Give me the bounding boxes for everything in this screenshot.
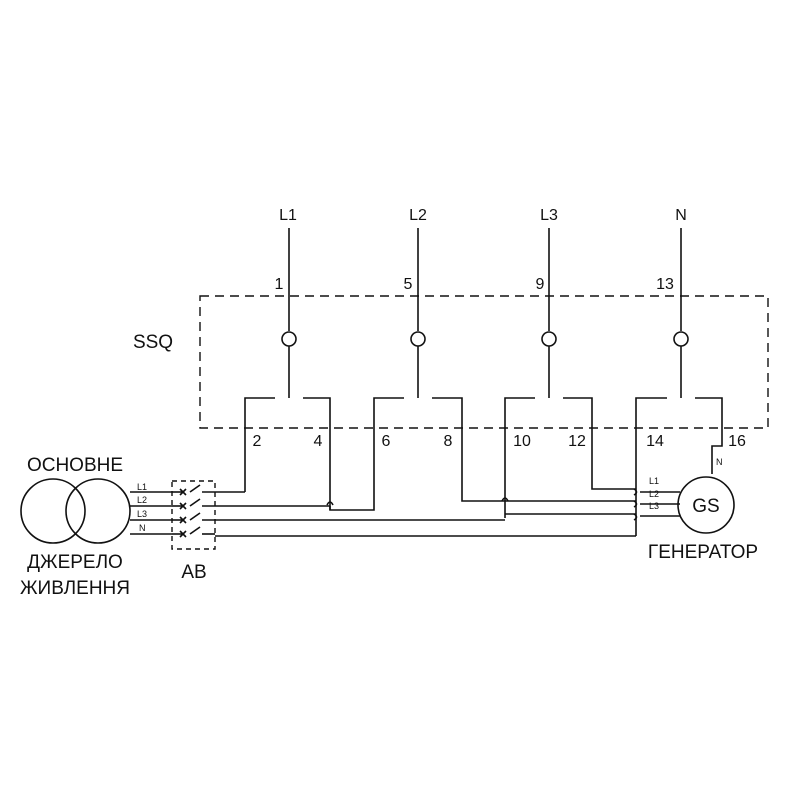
mains-title-line2: ДЖЕРЕЛО bbox=[27, 552, 123, 573]
interconnect-wiring bbox=[215, 488, 680, 537]
input-label-l3: L3 bbox=[540, 207, 558, 224]
terminal-2: 2 bbox=[253, 433, 262, 450]
input-lines bbox=[288, 228, 682, 331]
generator-neutral-label: N bbox=[716, 457, 723, 467]
terminal-8: 8 bbox=[444, 433, 453, 450]
ab-breaker-contacts bbox=[172, 484, 505, 538]
terminal-6: 6 bbox=[382, 433, 391, 450]
mains-phase-n: N bbox=[139, 523, 146, 533]
terminal-5: 5 bbox=[404, 276, 413, 293]
mains-title-line1: ОСНОВНЕ bbox=[27, 455, 123, 476]
generator-phase-labels: L1 L2 L3 N bbox=[649, 457, 723, 511]
terminal-4: 4 bbox=[314, 433, 323, 450]
terminal-16: 16 bbox=[728, 433, 746, 450]
transformer-coil-right bbox=[65, 478, 131, 544]
mains-transformer bbox=[20, 478, 131, 544]
terminal-12: 12 bbox=[568, 433, 586, 450]
terminal-1: 1 bbox=[275, 276, 284, 293]
ab-breaker-enclosure bbox=[171, 480, 216, 550]
transformer-coil-left bbox=[20, 478, 86, 544]
mains-phase-l3: L3 bbox=[137, 509, 147, 519]
ssq-enclosure bbox=[199, 295, 769, 429]
generator-phase-l2: L2 bbox=[649, 489, 659, 499]
ssq-label: SSQ bbox=[133, 332, 173, 353]
mains-phase-l2: L2 bbox=[137, 495, 147, 505]
generator-symbol-text: GS bbox=[692, 496, 719, 517]
terminal-10: 10 bbox=[513, 433, 531, 450]
mains-title-line3: ЖИВЛЕННЯ bbox=[20, 578, 130, 599]
input-label-n: N bbox=[675, 207, 687, 224]
generator-phase-l1: L1 bbox=[649, 476, 659, 486]
ab-breaker-label: AB bbox=[181, 562, 206, 583]
input-label-l2: L2 bbox=[409, 207, 427, 224]
terminal-13: 13 bbox=[656, 276, 674, 293]
generator-label: ГЕНЕРАТОР bbox=[648, 542, 758, 563]
mains-phase-l1: L1 bbox=[137, 482, 147, 492]
mains-phase-labels: L1 L2 L3 N bbox=[137, 482, 147, 533]
bottom-terminal-numbers: 2 4 6 8 10 12 14 16 bbox=[253, 433, 746, 450]
changeover-contacts bbox=[244, 331, 723, 536]
terminal-9: 9 bbox=[536, 276, 545, 293]
mains-feed-lines bbox=[130, 491, 172, 535]
generator-phase-l3: L3 bbox=[649, 501, 659, 511]
input-label-l1: L1 bbox=[279, 207, 297, 224]
top-terminal-numbers: 1 5 9 13 bbox=[275, 276, 674, 293]
terminal-14: 14 bbox=[646, 433, 664, 450]
input-labels: L1 L2 L3 N bbox=[279, 207, 687, 224]
generator-symbol bbox=[677, 476, 735, 534]
